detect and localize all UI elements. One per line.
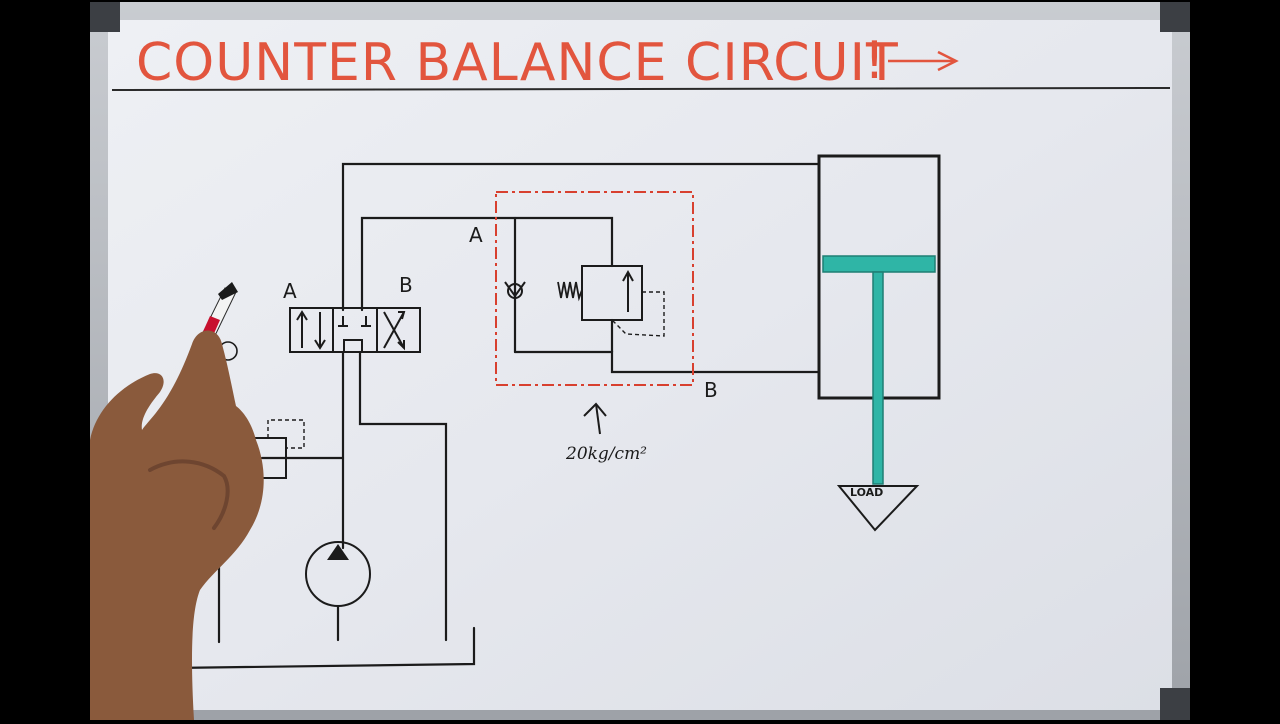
- piston: [822, 255, 936, 273]
- dcv-port-a-label: A: [283, 279, 297, 303]
- directional-control-valve: [289, 307, 421, 353]
- title-arrow-icon: [888, 50, 959, 72]
- board-corner-tr: [1160, 2, 1190, 32]
- pressure-note: 20kg/cm²: [565, 444, 647, 464]
- counterbalance-valve-boundary: [495, 191, 694, 386]
- pressure-note-arrow-icon: [583, 402, 607, 435]
- pump-arrow-icon: [327, 544, 349, 560]
- circuit-lines: [170, 162, 820, 670]
- pump-circle: [305, 541, 371, 607]
- title-underline: [111, 87, 1171, 91]
- valve-bottom-line: [513, 350, 820, 374]
- load-triangle: [836, 485, 920, 532]
- spring-icon: [557, 281, 583, 302]
- check-valve-icon: [504, 281, 526, 299]
- presenter-hand: [90, 330, 264, 720]
- piston-rod: [872, 271, 884, 485]
- pressure-valve-spool: [581, 265, 643, 321]
- page-title: COUNTER BALANCE CIRCUIT: [136, 33, 899, 93]
- valve-port-b-label: B: [704, 378, 718, 402]
- line-dcv-b-to-valve: [360, 216, 614, 312]
- board-surface: [108, 20, 1172, 710]
- tank-line: [170, 626, 476, 670]
- pilot-line-dashed: [611, 291, 665, 337]
- load-label: LOAD: [850, 486, 883, 499]
- return-line: [358, 350, 448, 642]
- title-exclamation: !: [864, 31, 886, 91]
- board-corner-br: [1160, 688, 1190, 720]
- presenter-hand-shadow: [148, 459, 230, 530]
- line-dcv-a-to-cylinder: [341, 162, 820, 312]
- valve-port-a-label: A: [469, 223, 483, 247]
- board-corner-tl: [90, 2, 120, 32]
- dcv-port-b-label: B: [399, 273, 413, 297]
